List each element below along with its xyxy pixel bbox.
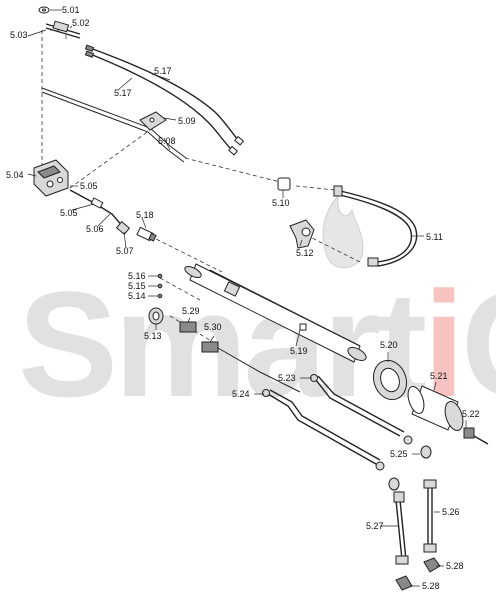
- callout-5-02: 5.02: [72, 18, 90, 28]
- callout-5-23: 5.23: [278, 373, 296, 383]
- callout-5-22: 5.22: [462, 409, 480, 419]
- part-ignition-cables: [84, 44, 245, 156]
- callout-5-05-upper: 5.05: [80, 181, 98, 191]
- callout-5-17-upper: 5.17: [154, 66, 172, 76]
- callout-5-14: 5.14: [128, 291, 146, 301]
- callout-5-28-right: 5.28: [446, 561, 464, 571]
- part-pipe-fittings: [388, 445, 432, 491]
- callout-5-27: 5.27: [366, 521, 384, 531]
- callout-5-28-lower: 5.28: [422, 581, 440, 591]
- watermark-text-end: Co: [461, 260, 496, 428]
- callout-5-21: 5.21: [430, 371, 448, 381]
- part-elbow-fitting: [289, 219, 315, 249]
- callout-5-05-lower: 5.05: [60, 208, 78, 218]
- watermark-flame-icon: [322, 194, 364, 269]
- callout-5-26: 5.26: [442, 507, 460, 517]
- part-nut: [148, 307, 164, 325]
- callout-5-13: 5.13: [144, 331, 162, 341]
- part-mounting-flange: [372, 359, 408, 401]
- callout-5-16: 5.16: [128, 271, 146, 281]
- callout-leader-lines: [27, 9, 467, 587]
- part-connection-pipes: [262, 374, 413, 471]
- callout-labels: 5.01 5.02 5.03 5.04 5.05 5.05 5.06 5.07 …: [6, 5, 480, 591]
- part-screws: [157, 273, 163, 299]
- part-oil-pipe: [41, 87, 187, 163]
- callout-5-25: 5.25: [390, 449, 408, 459]
- callout-5-04: 5.04: [6, 170, 24, 180]
- part-blast-tube: [184, 263, 367, 363]
- part-nozzle-holder-block: [33, 159, 69, 197]
- callout-5-29: 5.29: [182, 306, 200, 316]
- callout-5-12: 5.12: [296, 248, 314, 258]
- part-motor: [407, 385, 464, 431]
- callout-5-09: 5.09: [178, 116, 196, 126]
- callout-5-08: 5.08: [158, 136, 176, 146]
- part-photocell-connector: [136, 226, 157, 242]
- callout-5-03: 5.03: [10, 30, 28, 40]
- part-washer: [38, 6, 50, 14]
- part-ignition-electrodes: [45, 20, 81, 39]
- callout-5-24: 5.24: [232, 389, 250, 399]
- part-flexible-hose: [333, 185, 418, 267]
- callout-5-07: 5.07: [116, 246, 134, 256]
- callout-5-15: 5.15: [128, 281, 146, 291]
- callout-5-17-lower: 5.17: [114, 88, 132, 98]
- part-sleeve: [277, 177, 291, 191]
- callout-5-30: 5.30: [204, 322, 222, 332]
- callout-5-06: 5.06: [86, 224, 104, 234]
- part-nozzle-line: [69, 189, 131, 235]
- callout-5-18: 5.18: [136, 210, 154, 220]
- callout-5-01: 5.01: [62, 5, 80, 15]
- callout-5-19: 5.19: [290, 346, 308, 356]
- part-flexible-lines: [393, 479, 437, 565]
- part-capacitor-cable: [463, 427, 489, 445]
- part-mounting-bracket: [139, 111, 167, 131]
- callout-5-11: 5.11: [426, 232, 443, 242]
- callout-5-10: 5.10: [272, 198, 290, 208]
- callout-5-20: 5.20: [380, 340, 398, 350]
